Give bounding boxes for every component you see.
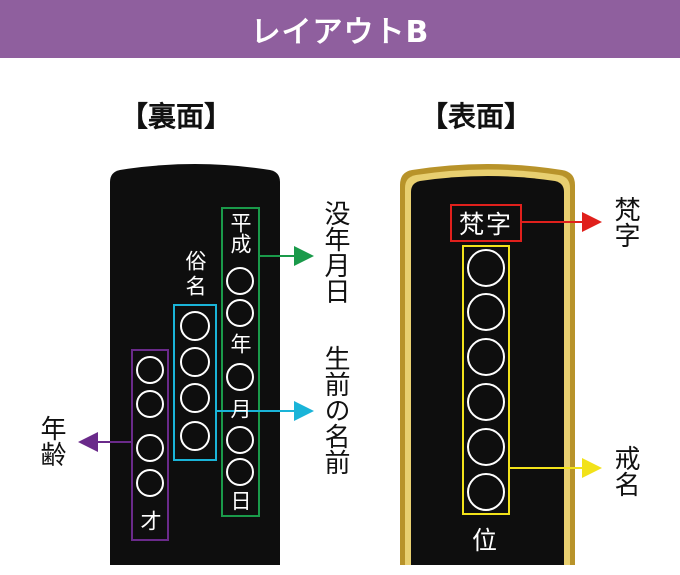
age-box <box>131 349 169 541</box>
age-callout: 年齢 <box>36 415 66 467</box>
title-banner: レイアウトB <box>0 0 680 58</box>
death-date-box <box>221 207 260 517</box>
birth-name-callout: 生前の名前 <box>320 345 350 475</box>
age-suffix: 才 <box>138 510 162 531</box>
bonji-text: 梵字 <box>458 210 513 239</box>
death-date-month: 月 <box>228 398 252 419</box>
secular-name-box <box>173 304 217 461</box>
back-heading: 【裏面】 <box>120 100 233 133</box>
kaimyo-callout: 戒名 <box>610 445 640 497</box>
kaimyo-box <box>462 245 510 515</box>
death-date-callout: 没年月日 <box>320 200 350 304</box>
age-circles <box>136 356 164 497</box>
page-title: レイアウトB <box>250 15 430 50</box>
death-date-year: 年 <box>228 333 252 354</box>
rank-text: 位 <box>472 526 498 555</box>
secular-name-circles <box>180 311 210 451</box>
front-heading: 【表面】 <box>420 100 533 133</box>
death-date-day: 日 <box>228 490 252 511</box>
back-tablet <box>110 164 280 565</box>
bonji-callout: 梵字 <box>610 196 640 248</box>
death-date-circles <box>226 267 254 486</box>
death-date-era: 平成 <box>228 212 252 254</box>
secular-name-label: 俗名 <box>183 250 207 300</box>
kaimyo-circles <box>467 249 505 511</box>
